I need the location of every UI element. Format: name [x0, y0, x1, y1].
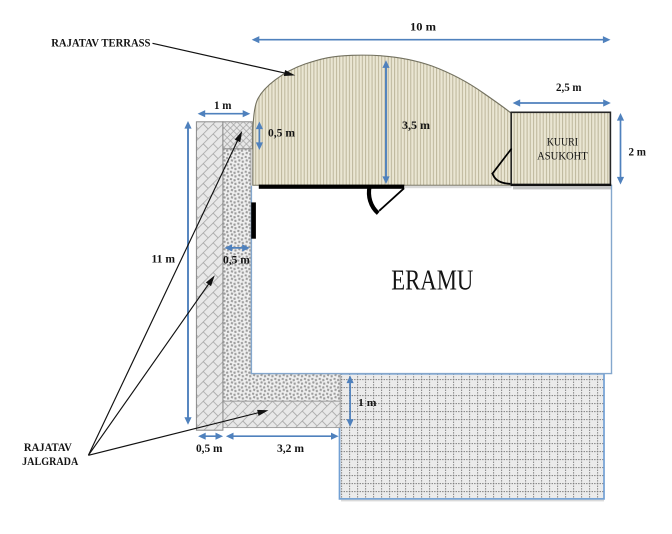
svg-text:JALGRADA: JALGRADA — [22, 456, 79, 468]
svg-text:0,5 m: 0,5 m — [223, 252, 250, 266]
svg-text:10 m: 10 m — [410, 20, 436, 34]
svg-text:0,5 m: 0,5 m — [268, 126, 295, 140]
svg-text:RAJATAV TERRASS: RAJATAV TERRASS — [51, 38, 150, 50]
svg-text:KUURI: KUURI — [547, 135, 578, 149]
svg-text:3,5 m: 3,5 m — [402, 118, 430, 132]
svg-text:1 m: 1 m — [358, 397, 377, 409]
svg-text:3,2 m: 3,2 m — [277, 441, 304, 455]
svg-text:11 m: 11 m — [152, 252, 176, 266]
svg-text:1 m: 1 m — [214, 98, 232, 112]
svg-text:ASUKOHT: ASUKOHT — [537, 149, 588, 163]
svg-text:ERAMU: ERAMU — [391, 266, 473, 297]
svg-text:0,5 m: 0,5 m — [196, 441, 223, 455]
svg-text:2 m: 2 m — [629, 144, 647, 158]
svg-text:2,5 m: 2,5 m — [556, 80, 582, 94]
svg-text:RAJATAV: RAJATAV — [24, 442, 73, 454]
